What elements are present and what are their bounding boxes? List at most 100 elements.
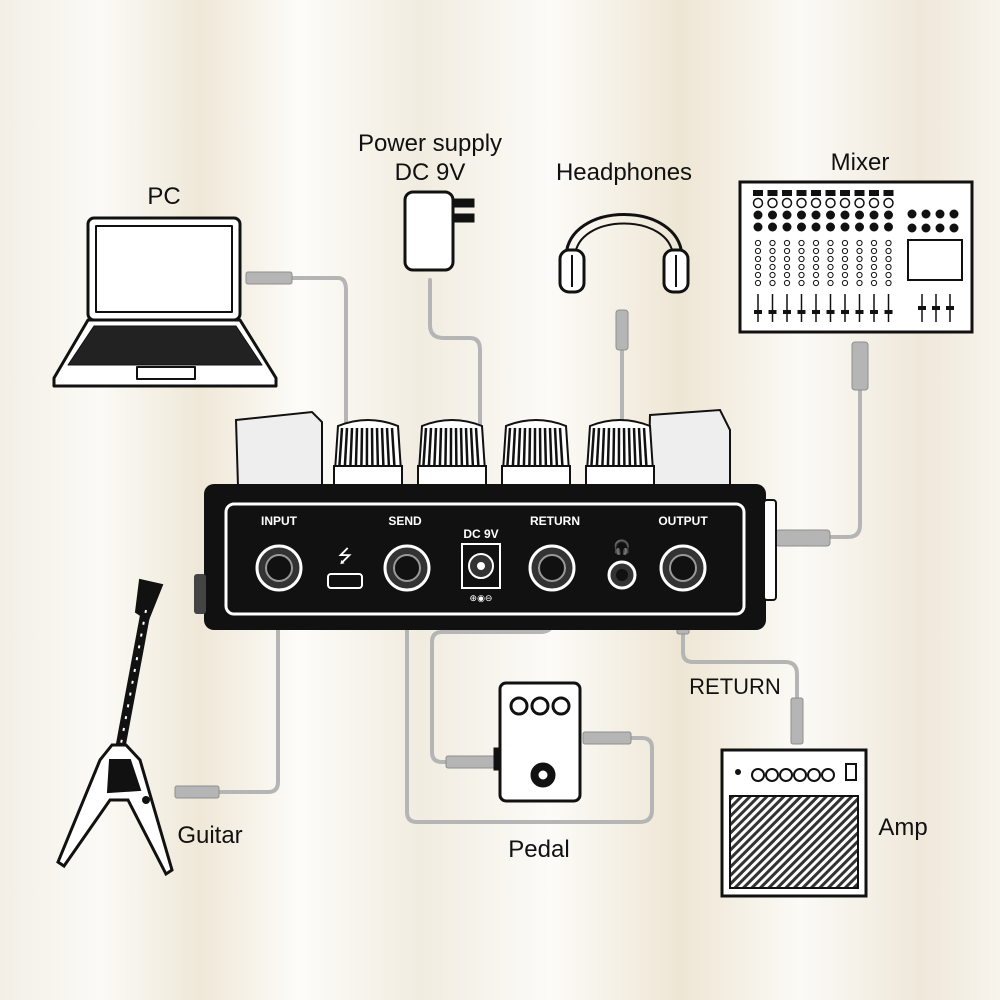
mixer-master-knob xyxy=(935,209,945,219)
mixer-master-fader-cap xyxy=(918,306,926,310)
amp-plug xyxy=(790,697,804,745)
pc-laptop-icon xyxy=(52,216,278,388)
output-jack[interactable] xyxy=(659,544,707,592)
amp-input-jack xyxy=(735,769,741,775)
mixer-master-knob xyxy=(921,223,931,233)
amp-icon xyxy=(720,748,868,898)
mixer-channel-strip xyxy=(796,190,807,322)
amp-knob xyxy=(779,768,793,782)
mixer-master-fader-cap xyxy=(932,306,940,310)
mixer-channel-strip xyxy=(781,190,793,322)
mixer-master-knob xyxy=(949,209,959,219)
amp-switch xyxy=(845,763,857,781)
amp-knob xyxy=(821,768,835,782)
pedal-label: Pedal xyxy=(508,836,569,863)
xlr-plug-mixer xyxy=(851,341,869,391)
mixer-channel-strip xyxy=(883,190,894,322)
effects-pedal-icon xyxy=(493,681,582,803)
knob-3[interactable] xyxy=(500,419,572,487)
input-jack[interactable] xyxy=(255,544,303,592)
amp-knob xyxy=(793,768,807,782)
mixer-master-knob xyxy=(907,223,917,233)
send-cable xyxy=(405,608,654,824)
pedal-in-plug xyxy=(445,755,497,769)
mixer-label: Mixer xyxy=(831,149,890,176)
output-jack-label: OUTPUT xyxy=(658,514,708,528)
effects-footswitch-inner xyxy=(537,769,549,781)
amp-knob xyxy=(751,768,765,782)
send-jack[interactable] xyxy=(383,544,431,592)
mixer-master-section xyxy=(907,239,963,281)
mixer-channel-strip xyxy=(854,190,865,322)
usb-plug-pc xyxy=(245,271,293,285)
xlr-plug-pedal xyxy=(775,529,831,547)
amp-knob xyxy=(807,768,821,782)
mixer-master-knob xyxy=(949,223,959,233)
laptop-keyboard xyxy=(67,325,263,366)
return-jack[interactable] xyxy=(528,544,576,592)
mixer-channel-strip xyxy=(825,190,836,322)
mixer-channel-strip xyxy=(810,190,822,322)
side-tab-right xyxy=(763,499,777,601)
guitar-pickguard xyxy=(106,759,142,794)
guitar-label: Guitar xyxy=(177,822,242,849)
send-label-bg xyxy=(378,512,432,528)
usb-cable xyxy=(288,276,348,507)
right-footswitch xyxy=(646,408,731,487)
pedal-out-plug xyxy=(582,731,632,745)
mixer-master-fader-cap xyxy=(946,306,954,310)
guitar-plug xyxy=(174,785,220,799)
mixer-display xyxy=(907,239,963,281)
dc9v-jack-label: DC 9V xyxy=(463,527,498,541)
headband-inner xyxy=(574,222,674,259)
amp-speaker-grill xyxy=(729,795,859,889)
adapter-body xyxy=(403,190,455,272)
input-jack-label: INPUT xyxy=(261,514,298,528)
adapter-prong-2 xyxy=(451,213,475,223)
headphone-port[interactable]: 🎧 xyxy=(607,539,637,590)
dc9v-port[interactable]: ⊕◉⊖ xyxy=(461,543,501,604)
return-label-bg xyxy=(520,512,590,528)
power-cable xyxy=(428,278,482,490)
polarity-icon: ⊕◉⊖ xyxy=(470,594,493,604)
mixer-channel-strip xyxy=(868,190,880,322)
effects-knob-1 xyxy=(509,696,529,716)
guitar-icon xyxy=(56,578,174,877)
headband xyxy=(564,213,684,259)
knob-1[interactable] xyxy=(332,419,404,487)
return-jack-label: RETURN xyxy=(530,514,580,528)
left-footswitch xyxy=(234,410,323,487)
effects-knob-2 xyxy=(530,696,550,716)
knob-2[interactable] xyxy=(416,419,488,487)
mixer-channel-strip xyxy=(767,190,778,322)
laptop-display xyxy=(95,225,233,313)
output-cable xyxy=(681,630,799,702)
headphone-port-icon: 🎧 xyxy=(613,539,630,556)
knob-4[interactable] xyxy=(584,419,656,487)
guitar-neck xyxy=(113,609,151,761)
usb-port[interactable]: ⭍ xyxy=(327,546,363,589)
amp-knob xyxy=(765,768,779,782)
effects-input-jack xyxy=(493,747,501,771)
guitar-knob xyxy=(142,796,150,804)
side-tab-left xyxy=(194,574,206,614)
input-label-bg xyxy=(252,512,306,528)
mixer-channel-strip xyxy=(752,190,764,322)
guitar-body xyxy=(56,743,174,877)
mixer-channel-strip xyxy=(839,190,851,322)
headphones-icon xyxy=(558,213,690,294)
jack-panel-outline xyxy=(224,502,746,616)
output-label-bg xyxy=(646,512,720,528)
guitar-frets xyxy=(117,609,147,761)
return-cable-label: RETURN xyxy=(689,674,781,699)
phones-plug-top xyxy=(615,309,629,351)
headphones-label: Headphones xyxy=(556,159,692,186)
usb-icon: ⭍ xyxy=(338,546,353,567)
pc-label: PC xyxy=(147,183,180,210)
amp-label: Amp xyxy=(878,814,927,841)
mixer-master-knob xyxy=(935,223,945,233)
effects-knob-3 xyxy=(551,696,571,716)
input-cable xyxy=(216,608,280,794)
power-adapter-icon xyxy=(403,190,475,272)
